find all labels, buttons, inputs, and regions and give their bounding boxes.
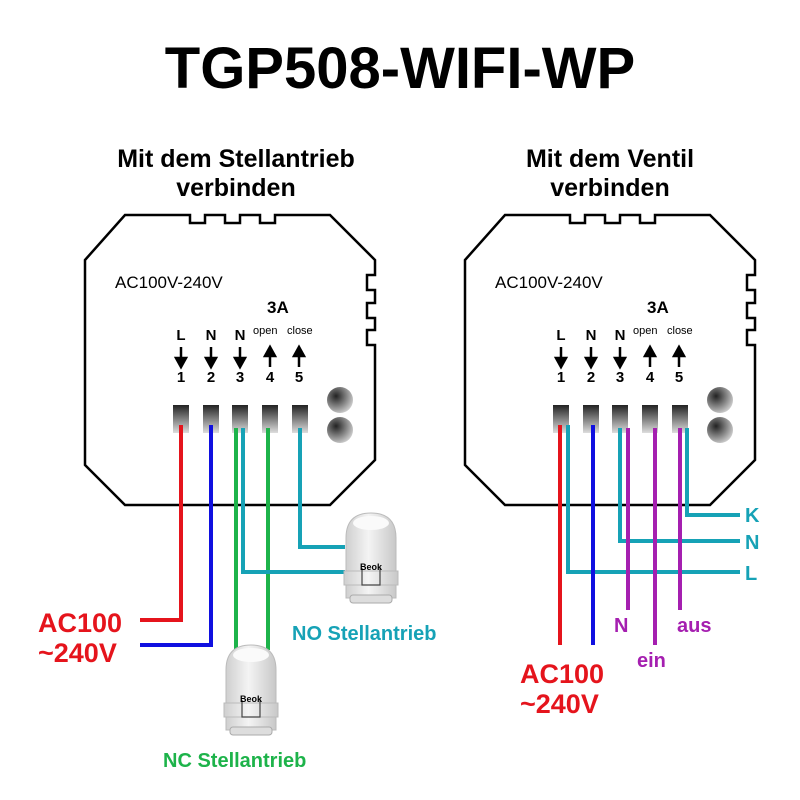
left-diagram: Mit dem Stellantrieb verbinden AC100V-24… bbox=[38, 145, 436, 772]
wire-valve-k bbox=[685, 428, 740, 517]
wire-valve-l bbox=[566, 425, 740, 574]
wire-neutral bbox=[140, 425, 213, 647]
right-voltage: AC100V-240V bbox=[495, 273, 603, 292]
right-heading-line1: Mit dem Ventil bbox=[526, 145, 694, 173]
product-title: TGP508-WIFI-WP bbox=[165, 36, 635, 101]
terminal-number: 2 bbox=[207, 369, 215, 386]
thermostat-device-left bbox=[83, 213, 377, 507]
left-heading-line1: Mit dem Stellantrieb bbox=[117, 145, 355, 173]
right-supply-line2: ~240V bbox=[520, 689, 599, 719]
no-actuator-label: NO Stellantrieb bbox=[292, 623, 436, 645]
terminal-number: 4 bbox=[646, 369, 655, 386]
terminal-number: 3 bbox=[616, 369, 624, 386]
right-supply-line1: AC100 bbox=[520, 659, 604, 689]
terminal-letter: N bbox=[235, 327, 246, 344]
left-open-label: open bbox=[253, 325, 277, 337]
wire-n-label: N bbox=[614, 615, 628, 637]
terminal-number: 4 bbox=[266, 369, 275, 386]
right-close-label: close bbox=[667, 325, 693, 337]
terminal-number: 2 bbox=[587, 369, 595, 386]
valve-l-label: L bbox=[745, 563, 757, 585]
left-supply-line2: ~240V bbox=[38, 638, 117, 668]
terminal-number: 1 bbox=[557, 369, 565, 386]
terminal-number: 1 bbox=[177, 369, 185, 386]
left-heading-line2: verbinden bbox=[176, 174, 295, 202]
nc-actuator-label: NC Stellantrieb bbox=[163, 750, 306, 772]
left-current: 3A bbox=[267, 298, 289, 317]
wire-no-neutral bbox=[241, 428, 345, 574]
actuator-brand: Beok bbox=[360, 562, 383, 572]
terminal-letter: L bbox=[556, 327, 565, 344]
right-current: 3A bbox=[647, 298, 669, 317]
wire-ein-label: ein bbox=[637, 650, 666, 672]
right-open-label: open bbox=[633, 325, 657, 337]
left-supply-line1: AC100 bbox=[38, 608, 122, 638]
valve-n-label: N bbox=[745, 532, 759, 554]
terminal-letter: N bbox=[615, 327, 626, 344]
wire-live bbox=[140, 425, 183, 622]
terminal-letter: L bbox=[176, 327, 185, 344]
terminal-letter: N bbox=[586, 327, 597, 344]
thermostat-device-right bbox=[463, 213, 757, 507]
left-voltage: AC100V-240V bbox=[115, 273, 223, 292]
right-heading-line2: verbinden bbox=[550, 174, 669, 202]
nc-actuator bbox=[223, 644, 279, 736]
terminal-number: 3 bbox=[236, 369, 244, 386]
no-actuator bbox=[343, 512, 399, 604]
valve-k-label: K bbox=[745, 505, 760, 527]
wire-no-close bbox=[298, 428, 345, 549]
terminal-number: 5 bbox=[295, 369, 303, 386]
wire-aus-label: aus bbox=[677, 615, 711, 637]
wire-valve-n bbox=[618, 428, 740, 543]
right-diagram: Mit dem Ventil verbinden AC100V-240V 3A … bbox=[463, 145, 760, 719]
terminal-number: 5 bbox=[675, 369, 683, 386]
left-close-label: close bbox=[287, 325, 313, 337]
actuator-brand: Beok bbox=[240, 694, 263, 704]
terminal-letter: N bbox=[206, 327, 217, 344]
